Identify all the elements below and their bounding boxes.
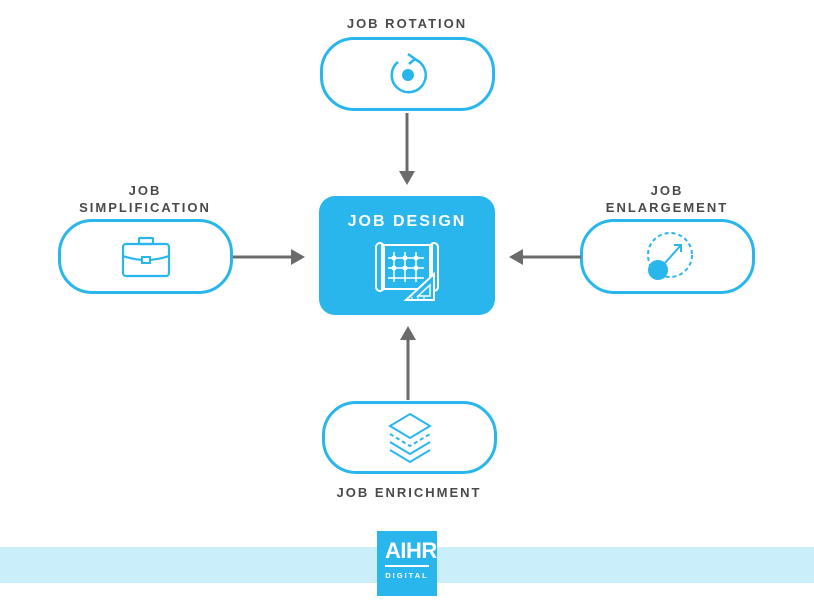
job-enrichment-label: JOB ENRICHMENT [336,485,482,500]
layers-icon [387,412,432,463]
arrow-bottom-to-center [400,326,416,400]
job-rotation-node[interactable] [320,37,495,111]
job-simplification-label: JOB SIMPLIFICATION [79,183,211,215]
job-simplification-node[interactable] [58,219,233,294]
aihr-logo: AIHR DIGITAL [377,531,437,596]
logo-sub-text: DIGITAL [385,571,429,580]
logo-main-text: AIHR [385,540,437,567]
rotation-icon [390,52,427,94]
briefcase-icon [121,236,170,277]
arrow-left-to-center [233,249,305,265]
job-design-title: JOB DESIGN [347,213,467,230]
enlarge-circle-icon [646,231,693,280]
blueprint-icon [375,242,439,301]
arrow-top-to-center [399,113,415,185]
job-design-node[interactable]: JOB DESIGN [319,196,495,315]
arrow-right-to-center [509,249,581,265]
job-enrichment-node[interactable] [322,401,497,474]
job-enlargement-label: JOB ENLARGEMENT [605,183,729,215]
job-rotation-label: JOB ROTATION [346,16,468,31]
job-enlargement-node[interactable] [580,219,755,294]
